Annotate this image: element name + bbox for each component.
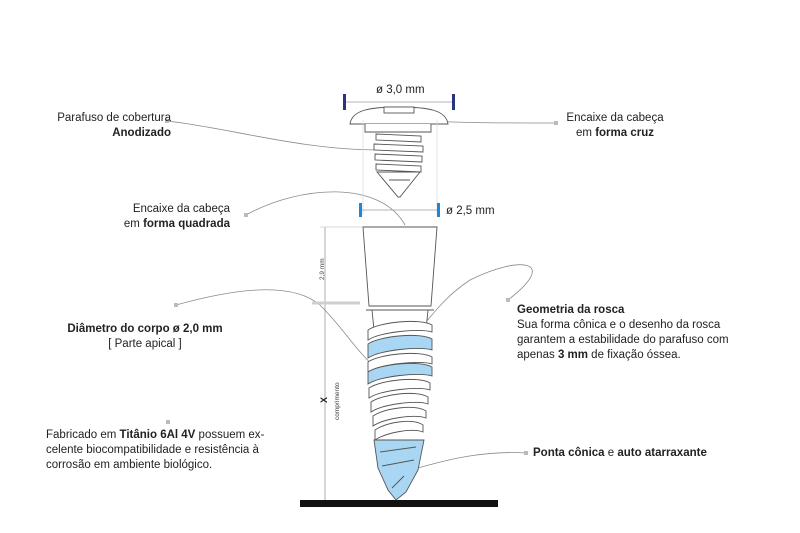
neck-diameter-marker-right — [437, 203, 440, 217]
cover-screw-neck — [364, 124, 432, 133]
implant-thread — [367, 320, 433, 441]
collar-height-label: 2,9 mm — [319, 258, 326, 280]
implant-tip — [373, 439, 425, 501]
thread-highlight — [367, 334, 433, 359]
cross-head-label: Encaixe da cabeça em forma cruz — [566, 112, 664, 139]
cover-screw-tip — [376, 171, 421, 198]
length-dimension: 2,9 mm X comprimento — [312, 226, 362, 500]
material-label: Fabricado em Titânio 6Al 4V possuem ex- … — [46, 429, 265, 471]
neck-diameter-label: ø 2,5 mm — [446, 205, 495, 217]
implant-screw — [362, 226, 438, 501]
cap-screw-label: Parafuso de cobertura Anodizado — [57, 112, 171, 139]
neck-diameter-marker-left — [359, 203, 362, 217]
leader-tip — [417, 452, 527, 469]
head-diameter-marker-right — [452, 94, 455, 110]
body-diameter-label: Diâmetro do corpo ø 2,0 mm [ Parte apica… — [67, 323, 223, 350]
leader-square-head — [245, 191, 406, 226]
head-diameter-dimension: ø 3,0 mm — [343, 84, 455, 110]
head-diameter-marker-left — [343, 94, 346, 110]
square-head-label: Encaixe da cabeça em forma quadrada — [123, 203, 230, 230]
leader-dots — [165, 119, 558, 455]
leader-cap-screw — [166, 120, 381, 151]
head-diameter-label: ø 3,0 mm — [376, 84, 425, 96]
tip-label: Ponta cônica e auto atarraxante — [533, 447, 707, 459]
implant-collar — [362, 226, 438, 307]
thread-highlight — [367, 362, 433, 385]
cover-screw-thread — [373, 133, 424, 173]
bone-baseline — [300, 500, 498, 507]
guide-lines — [362, 120, 438, 215]
length-label: comprimento — [334, 382, 341, 420]
length-symbol: X — [319, 397, 329, 403]
cover-screw — [349, 106, 449, 198]
leader-lines — [166, 118, 557, 469]
thread-geometry-label: Geometria da rosca Sua forma cônica e o … — [517, 304, 729, 361]
leader-thread — [417, 264, 533, 331]
neck-diameter-dimension: ø 2,5 mm — [359, 203, 495, 217]
